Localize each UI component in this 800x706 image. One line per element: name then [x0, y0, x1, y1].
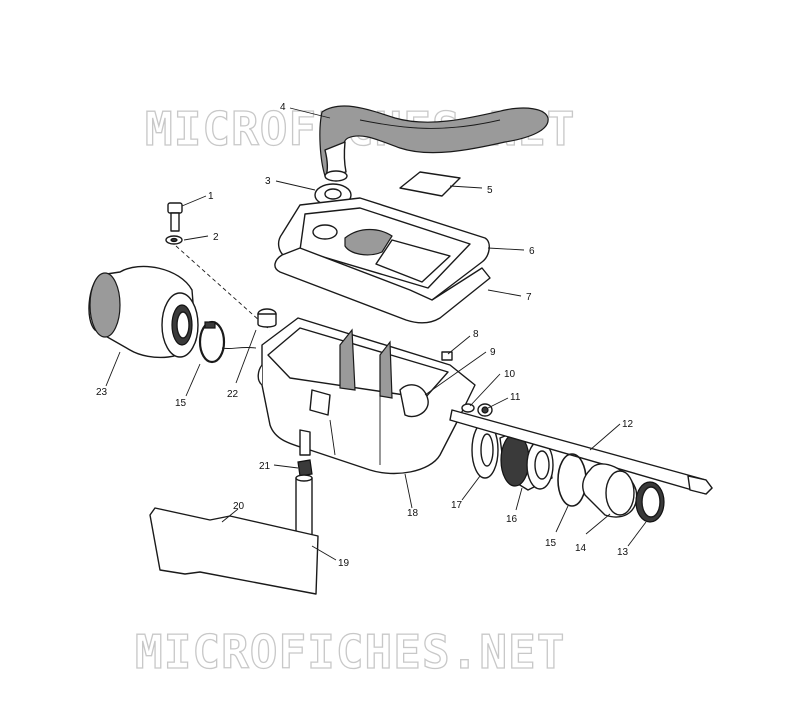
callout-12: 12	[622, 419, 634, 430]
part-1-bolt	[167, 202, 183, 232]
callout-7: 7	[526, 292, 532, 303]
callout-20: 20	[233, 501, 245, 512]
callout-6: 6	[529, 246, 535, 257]
part-20-heat-shield	[149, 507, 319, 595]
callout-19: 19	[338, 558, 350, 569]
part-14-boot	[582, 463, 638, 518]
part-10-screw	[461, 403, 475, 413]
callout-18: 18	[407, 508, 419, 519]
watermark-bottom: MICROFICHES.NET	[135, 625, 565, 679]
callout-9: 9	[490, 347, 496, 358]
part-2-washer	[165, 235, 183, 245]
part-11-grommet	[477, 403, 493, 417]
part-16-outlet-adapter	[499, 429, 554, 491]
part-4-intake-duct	[319, 105, 549, 182]
callout-11: 11	[510, 392, 521, 403]
callout-5: 5	[487, 185, 493, 196]
callout-15-left: 15	[175, 398, 187, 409]
part-15-clamp-left	[198, 320, 257, 364]
part-22-plug	[257, 308, 277, 328]
callout-labels: 1 2 3 4 5 6 7 8 9 10 11 12 13 14 15 15 1…	[96, 102, 634, 569]
part-13-clamp	[635, 481, 665, 523]
part-6-lid	[277, 197, 490, 304]
callout-17: 17	[451, 500, 463, 511]
callout-23: 23	[96, 387, 108, 398]
part-5-pad	[399, 171, 461, 197]
callout-14: 14	[575, 543, 587, 554]
callout-15-right: 15	[545, 538, 557, 549]
part-12-rod	[449, 409, 713, 495]
callout-16: 16	[506, 514, 518, 525]
part-18-air-box	[257, 317, 476, 475]
callout-4: 4	[280, 102, 286, 113]
part-15-clamp-right	[557, 453, 587, 507]
part-7-gasket	[274, 247, 491, 324]
callout-10: 10	[504, 369, 516, 380]
callout-21: 21	[259, 461, 271, 472]
leader-lines	[105, 107, 647, 561]
part-23-air-filter	[88, 265, 199, 359]
callout-1: 1	[208, 191, 214, 202]
callout-8: 8	[473, 329, 479, 340]
part-8-tab	[441, 351, 453, 361]
part-21-fitting	[297, 459, 313, 477]
callout-13: 13	[617, 547, 629, 558]
callout-3: 3	[265, 176, 271, 187]
callout-22: 22	[227, 389, 239, 400]
callout-2: 2	[213, 232, 219, 243]
